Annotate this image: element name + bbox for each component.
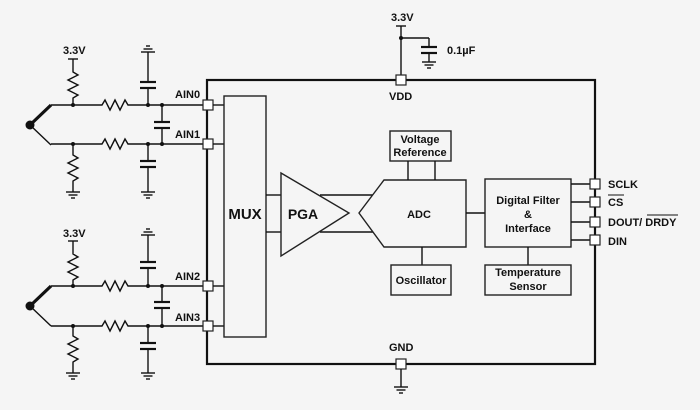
oscillator-label: Oscillator xyxy=(396,275,447,287)
vdd-voltage-label: 3.3V xyxy=(391,12,414,24)
pin-label-ain0: AIN0 xyxy=(175,89,200,101)
mux-label: MUX xyxy=(228,206,261,223)
gnd-pin-label: GND xyxy=(389,342,414,354)
pin-label-din: DIN xyxy=(608,236,627,248)
pin-label-dout-drdy: DOUT/ DRDY xyxy=(608,217,677,229)
thermocouple-wire-a xyxy=(28,103,53,127)
pga-block: PGA xyxy=(280,171,374,258)
pin-sclk xyxy=(589,178,601,190)
vdd-supply: 3.3V 0.1µF VDD xyxy=(389,12,476,103)
pin-ain1 xyxy=(202,138,214,150)
ground-icon xyxy=(393,386,409,394)
pin-ain2 xyxy=(202,280,214,292)
pulldown-resistor xyxy=(66,326,80,373)
bias-voltage-label: 3.3V xyxy=(63,45,86,57)
thermocouple-wire-a xyxy=(28,284,53,308)
temp-label-line2: Sensor xyxy=(509,281,547,293)
pin-label-cs: CS xyxy=(608,197,623,209)
pullup-resistor xyxy=(66,250,80,286)
capacitor-value-label: 0.1µF xyxy=(447,45,476,57)
digital-pins: SCLK CS DOUT/ DRDY DIN xyxy=(571,178,678,248)
pin-label-ain2: AIN2 xyxy=(175,271,200,283)
mux-block: MUX xyxy=(213,95,267,338)
pin-cs xyxy=(589,196,601,208)
decoupling-capacitor xyxy=(421,38,437,69)
pullup-resistor xyxy=(66,68,80,105)
filter-label-line3: Interface xyxy=(505,223,551,235)
gnd-pin xyxy=(395,358,407,370)
vref-label-line1: Voltage xyxy=(401,134,440,146)
vdd-pin-label: VDD xyxy=(389,91,412,103)
bias-voltage-label: 3.3V xyxy=(63,228,86,240)
series-resistor xyxy=(98,319,132,333)
thermocouple-circuit-1: 3.3V xyxy=(25,45,214,199)
voltage-reference-block: Voltage Reference xyxy=(389,130,452,180)
temp-label-line1: Temperature xyxy=(495,267,561,279)
oscillator-block: Oscillator xyxy=(390,247,452,296)
vdd-pin xyxy=(395,74,407,86)
pin-label-ain1: AIN1 xyxy=(175,129,200,141)
thermocouple-circuit-2: 3.3V AIN2 AIN3 xyxy=(25,228,214,380)
filter-label-line2: & xyxy=(524,209,532,221)
temperature-sensor-block: Temperature Sensor xyxy=(484,247,572,296)
pulldown-resistor xyxy=(66,144,80,192)
pin-label-sclk: SCLK xyxy=(608,179,638,191)
vref-label-line2: Reference xyxy=(393,147,446,159)
adc-block: ADC xyxy=(358,179,467,248)
gnd-supply: GND xyxy=(389,342,414,394)
series-resistor xyxy=(98,98,132,112)
pin-ain0 xyxy=(202,99,214,111)
series-resistor xyxy=(98,137,132,151)
series-resistor xyxy=(98,279,132,293)
pga-label: PGA xyxy=(288,206,318,222)
filter-label-line1: Digital Filter xyxy=(496,195,560,207)
pin-dout-drdy xyxy=(589,216,601,228)
digital-filter-block: Digital Filter & Interface xyxy=(484,178,572,248)
adc-label: ADC xyxy=(407,209,431,221)
pin-ain3 xyxy=(202,320,214,332)
pin-din xyxy=(589,234,601,246)
pin-label-ain3: AIN3 xyxy=(175,312,200,324)
